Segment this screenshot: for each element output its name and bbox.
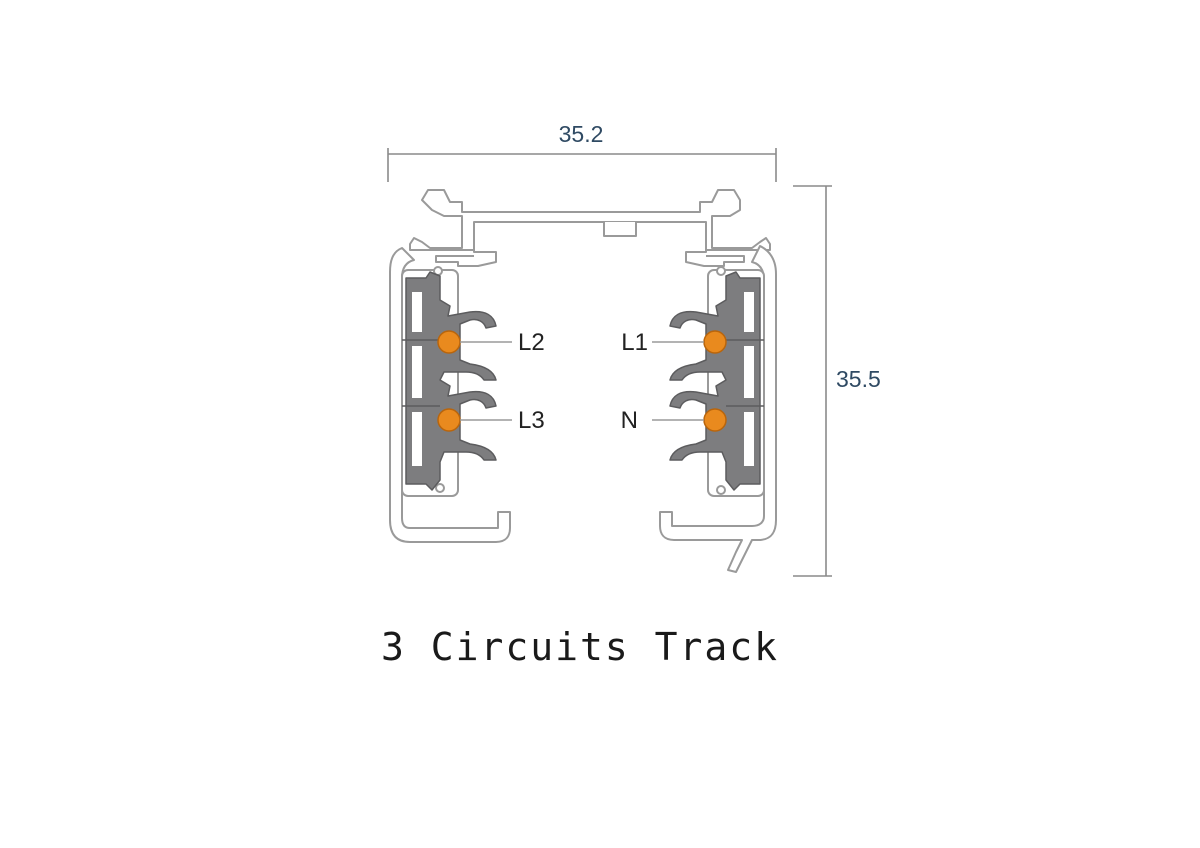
height-dimension: 35.5 <box>793 185 881 577</box>
left-insulator <box>402 271 497 491</box>
width-label: 35.2 <box>559 121 604 147</box>
conductor-n <box>703 408 727 432</box>
leader-lines <box>460 341 704 421</box>
label-l1: L1 <box>621 329 648 356</box>
conductor-l1 <box>703 330 727 354</box>
right-groove-1 <box>744 292 754 332</box>
left-groove-1 <box>412 292 422 332</box>
label-n: N <box>621 407 638 434</box>
top-centre-tab <box>603 222 637 237</box>
track-profile <box>389 189 777 573</box>
height-label: 35.5 <box>836 366 881 392</box>
left-groove-3 <box>412 412 422 466</box>
right-groove-2 <box>744 346 754 398</box>
label-l3: L3 <box>518 407 545 434</box>
screw-hole-bottom-right <box>716 485 726 495</box>
centre-notch-right <box>685 222 745 267</box>
centre-notch <box>435 222 497 267</box>
conductor-l2 <box>437 330 461 354</box>
screw-hole-top-right <box>716 266 726 276</box>
label-l2: L2 <box>518 329 545 356</box>
top-flange <box>409 189 771 251</box>
width-dimension: 35.2 <box>387 121 777 182</box>
right-groove-3 <box>744 412 754 466</box>
diagram-caption: 3 Circuits Track <box>381 625 779 669</box>
conductor-l3 <box>437 408 461 432</box>
right-insulator <box>669 271 764 491</box>
right-insulator-body <box>669 271 761 491</box>
left-groove-2 <box>412 346 422 398</box>
left-insulator-body <box>405 271 497 491</box>
screw-hole-bottom-left <box>435 483 445 493</box>
conductors <box>437 330 727 432</box>
